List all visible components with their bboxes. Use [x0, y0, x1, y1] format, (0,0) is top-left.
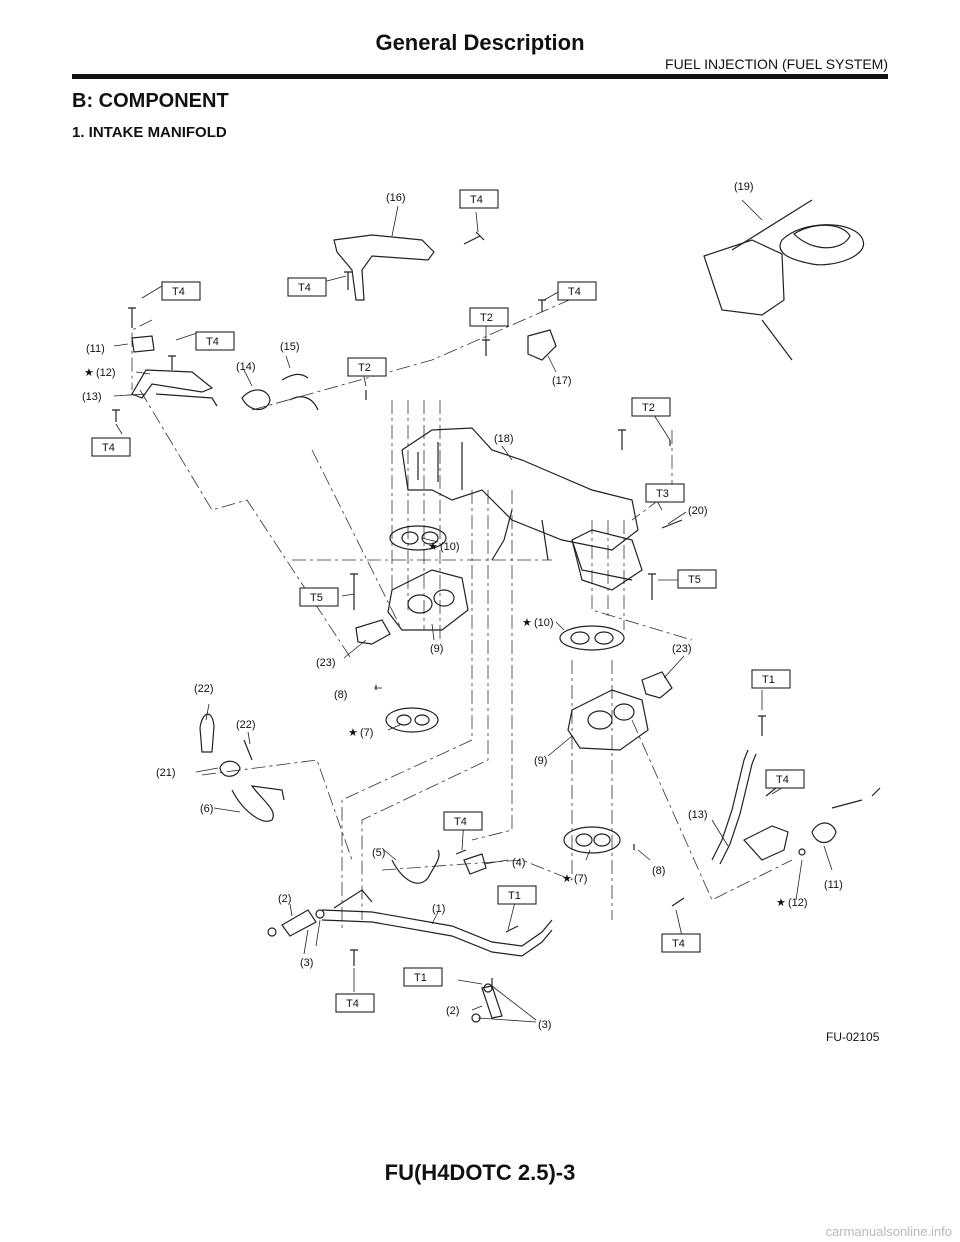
torque-label: T4	[298, 282, 311, 294]
intake-manifold-diagram: T4 T4 T4 T4 T4 T4 T2 T2 T2 T3 T5 T5	[72, 160, 888, 1060]
torque-label: T2	[642, 402, 655, 414]
callout-16: (16)	[386, 192, 406, 204]
page-title: General Description	[375, 30, 585, 55]
callout-23b: (23)	[672, 643, 692, 655]
torque-box-t2-left: T2	[347, 357, 387, 377]
star-icon: ★	[84, 367, 94, 379]
torque-box-t4-left-top: T4	[161, 281, 201, 301]
torque-label: T5	[688, 574, 701, 586]
torque-box-t2-upper: T2	[469, 307, 509, 327]
callout-17: (17)	[552, 375, 572, 387]
callout-23: (23)	[316, 657, 336, 669]
callout-22b: (22)	[236, 719, 256, 731]
figure-id: FU-02105	[826, 1030, 880, 1044]
torque-label: T2	[358, 362, 371, 374]
torque-label: T5	[310, 592, 323, 604]
callout-13b: (13)	[688, 809, 708, 821]
section-header: FUEL INJECTION (FUEL SYSTEM)	[665, 56, 888, 72]
torque-label: T4	[776, 774, 789, 786]
assembly-lines	[131, 289, 793, 930]
callout-20: (20)	[688, 505, 708, 517]
callout-8: (8)	[334, 689, 347, 701]
torque-label: T4	[206, 336, 219, 348]
callout-5: (5)	[372, 847, 385, 859]
torque-box-t5-left: T5	[299, 587, 339, 607]
torque-box-t4-right-mid: T4	[765, 769, 805, 789]
callout-18: (18)	[494, 433, 514, 445]
component-svg: T4 T4 T4 T4 T4 T4 T2 T2 T2 T3 T5 T5	[82, 181, 881, 1031]
torque-box-t2-right: T2	[631, 397, 671, 417]
callout-6: (6)	[200, 803, 213, 815]
callout-7b: (7)	[574, 873, 587, 885]
callout-8b: (8)	[652, 865, 665, 877]
callout-15: (15)	[280, 341, 300, 353]
callout-22: (22)	[194, 683, 214, 695]
callout-14: (14)	[236, 361, 256, 373]
torque-box-t4-bottom-right: T4	[661, 933, 701, 953]
watermark: carmanualsonline.info	[825, 1224, 952, 1239]
callout-2b: (2)	[446, 1005, 459, 1017]
leader-lines	[113, 199, 833, 1023]
torque-box-t4-center: T4	[443, 811, 483, 831]
star-icon: ★	[522, 617, 532, 629]
callout-10b: (10)	[534, 617, 554, 629]
torque-box-t1-bottom: T1	[403, 967, 443, 987]
torque-label: T4	[454, 816, 467, 828]
torque-box-t1-center: T1	[497, 885, 537, 905]
torque-box-t4-bracket: T4	[287, 277, 327, 297]
callout-21: (21)	[156, 767, 176, 779]
callout-12: (12)	[96, 367, 116, 379]
callout-2: (2)	[278, 893, 291, 905]
torque-box-t4-bottom-left: T4	[335, 993, 375, 1013]
callout-19: (19)	[734, 181, 754, 193]
callout-7: (7)	[360, 727, 373, 739]
callout-11: (11)	[86, 343, 105, 355]
star-icon: ★	[776, 897, 786, 909]
callout-3b: (3)	[538, 1019, 551, 1031]
callout-3: (3)	[300, 957, 313, 969]
torque-label: T4	[172, 286, 185, 298]
parts	[131, 199, 865, 1023]
torque-box-t4-top: T4	[459, 189, 499, 209]
torque-box-t4-upper-right: T4	[557, 281, 597, 301]
torque-label: T4	[346, 998, 359, 1010]
torque-label: T4	[102, 442, 115, 454]
callout-4: (4)	[512, 857, 525, 869]
torque-label: T4	[470, 194, 483, 206]
torque-label: T2	[480, 312, 493, 324]
torque-label: T1	[508, 890, 521, 902]
torque-box-t5-right: T5	[677, 569, 717, 589]
star-icon: ★	[562, 873, 572, 885]
callout-1: (1)	[432, 903, 445, 915]
callout-12b: (12)	[788, 897, 808, 909]
torque-label: T4	[568, 286, 581, 298]
star-icon: ★	[428, 541, 438, 553]
star-icon: ★	[348, 727, 358, 739]
torque-label: T4	[672, 938, 685, 950]
torque-label: T1	[414, 972, 427, 984]
torque-box-t1-right: T1	[751, 669, 791, 689]
header-rule	[72, 74, 888, 79]
torque-box-t4-left-bottom: T4	[91, 437, 131, 457]
callout-10: (10)	[440, 541, 460, 553]
bolts	[112, 231, 881, 990]
callout-9: (9)	[430, 643, 443, 655]
torque-label: T1	[762, 674, 775, 686]
torque-label: T3	[656, 488, 669, 500]
callout-13: (13)	[82, 391, 102, 403]
callout-11b: (11)	[824, 879, 843, 891]
section-title: B: COMPONENT	[72, 90, 229, 112]
callouts: (16) (19) (11) ★ (12) (13) (14) (15) (17…	[82, 181, 843, 1031]
callout-9b: (9)	[534, 755, 547, 767]
torque-box-t4-left-mid: T4	[195, 331, 235, 351]
torque-box-t3: T3	[645, 483, 685, 503]
subsection-title: 1. INTAKE MANIFOLD	[72, 124, 227, 141]
page-footer: FU(H4DOTC 2.5)-3	[384, 1160, 576, 1185]
